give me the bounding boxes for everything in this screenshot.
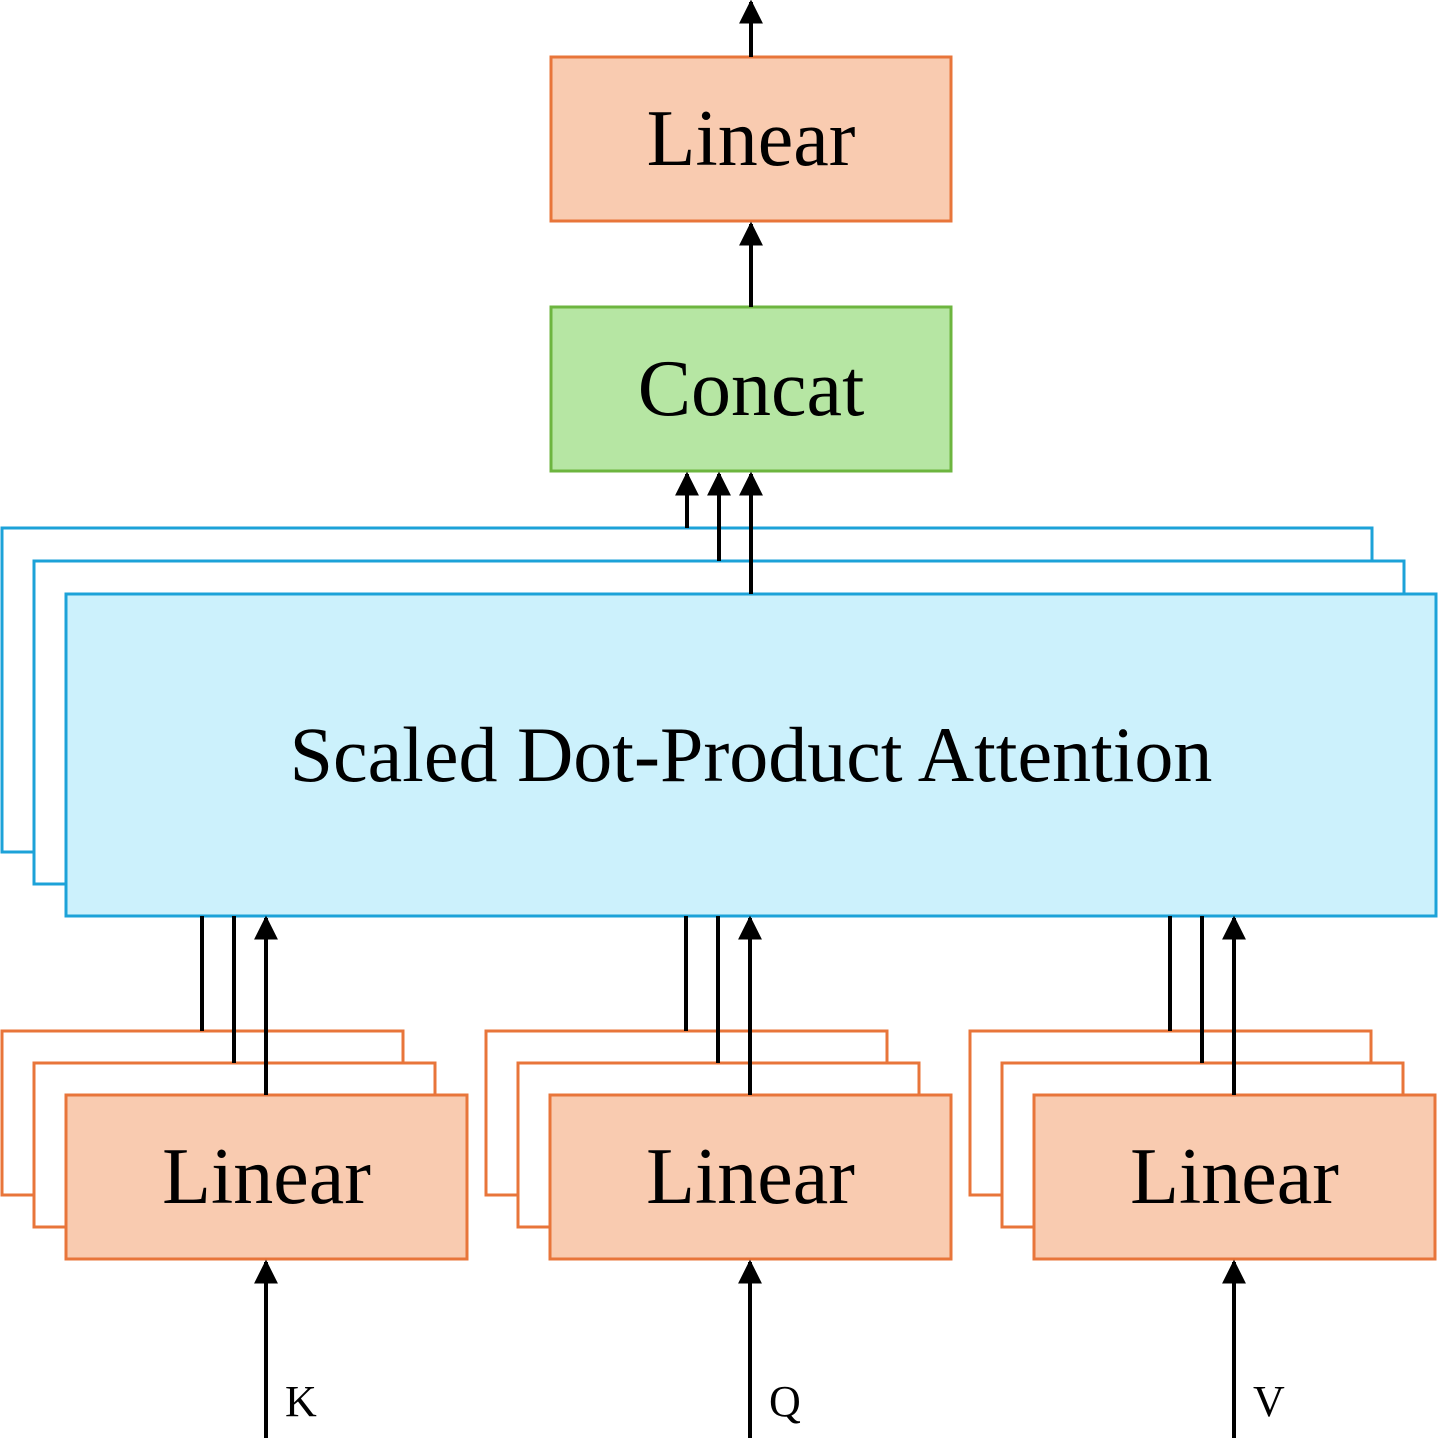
input-k-label: K — [285, 1377, 317, 1426]
concat-box — [549, 305, 953, 473]
input-q-label: Q — [769, 1377, 801, 1426]
linear-q-box — [548, 1093, 953, 1261]
linear-v-box — [1032, 1093, 1437, 1261]
attention-head-front — [64, 592, 1438, 918]
linear-k-box — [64, 1093, 469, 1261]
output-linear-box — [549, 55, 953, 223]
input-v-label: V — [1253, 1377, 1285, 1426]
